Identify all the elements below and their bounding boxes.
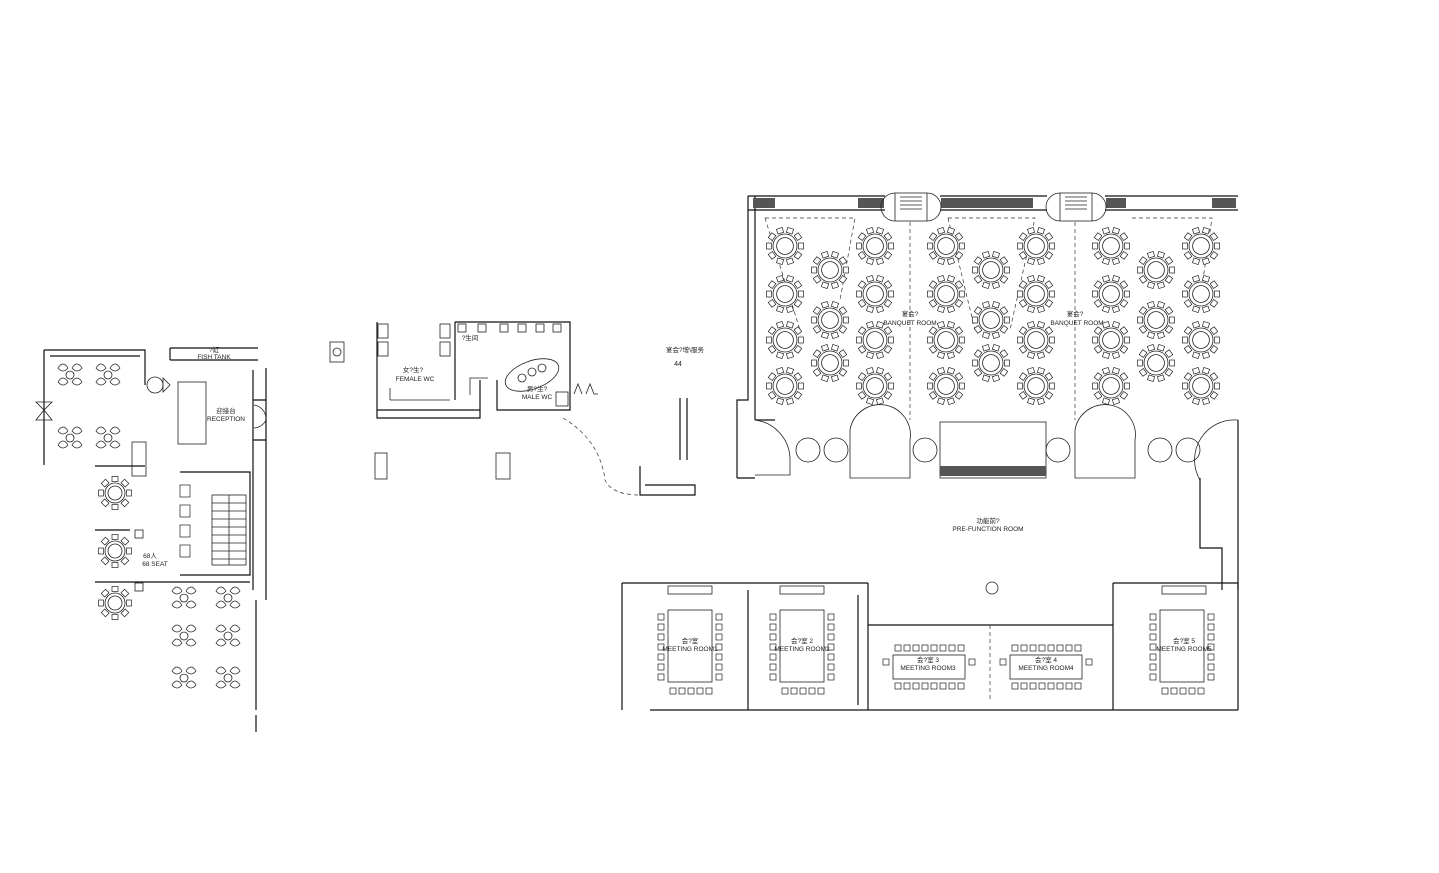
banquet-table (766, 367, 804, 405)
banquet-table (1017, 321, 1055, 359)
banquet-table (856, 367, 894, 405)
banquet-table (766, 275, 804, 313)
banquet-table (972, 301, 1010, 339)
seat-count-cn-label: 68人 (143, 552, 157, 560)
lounge-table (215, 666, 241, 689)
banquet-table (1182, 367, 1220, 405)
meeting-room-label: MEETING ROOM5 (1156, 646, 1212, 653)
meeting-room-cn-label: 会?室 5 (1173, 636, 1195, 645)
banquet-table (856, 227, 894, 265)
lounge-table (171, 586, 197, 609)
male-wc-cn-label: 男?生? (527, 384, 548, 393)
banquet-table (1182, 227, 1220, 265)
seat-count-label: 68 SEAT (142, 561, 168, 568)
lounge-table (57, 426, 83, 449)
banquet-table (927, 275, 965, 313)
service-number-label: 44 (674, 361, 682, 368)
banquet-table (1017, 227, 1055, 265)
banquet-table (972, 251, 1010, 289)
banquet-table (1137, 251, 1175, 289)
reception-label: RECEPTION (207, 416, 245, 423)
banquet-table (1017, 275, 1055, 313)
lounge-table (215, 586, 241, 609)
lounge-table (95, 426, 121, 449)
meeting-table (779, 609, 825, 683)
banquet-table (927, 227, 965, 265)
banquet-right-label: BANQUET ROOM (1050, 320, 1103, 327)
prefunction-label: PRE-FUNCTION ROOM (952, 526, 1023, 533)
banquet-table (972, 344, 1010, 382)
banquet-table (927, 321, 965, 359)
meeting-room-cn-label: 会?室 2 (791, 636, 813, 645)
meeting-table (892, 654, 966, 680)
round-table (98, 534, 132, 568)
banquet-right-cn-label: 宴会? (1067, 309, 1084, 318)
banquet-table (856, 321, 894, 359)
banquet-table (811, 301, 849, 339)
reception-cn-label: 迎接台 (216, 406, 236, 415)
banquet-left-cn-label: 宴会? (902, 309, 919, 318)
prefunction-cn-label: 功能前? (976, 516, 1000, 525)
meeting-room-label: MEETING ROOM3 (900, 665, 956, 672)
washroom-area: 女?生? FEMALE WC ?生间 男?生? MALE WC 宴会?增\服务 … (329, 321, 704, 496)
cleaning-room-label: ?生间 (462, 333, 479, 342)
banquet-table (1092, 227, 1130, 265)
banquet-table (1137, 344, 1175, 382)
banquet-table (1182, 275, 1220, 313)
banquet-table (1182, 321, 1220, 359)
banquet-table (766, 321, 804, 359)
meeting-table (667, 609, 713, 683)
service-cn-label: 宴会?增\服务 (666, 345, 704, 354)
banquet-table (1092, 321, 1130, 359)
round-table (98, 476, 132, 510)
banquet-table (811, 251, 849, 289)
lounge-table (57, 363, 83, 386)
meeting-room-label: MEETING ROOM4 (1018, 665, 1074, 672)
banquet-table (856, 275, 894, 313)
lounge-table (215, 624, 241, 647)
round-table (98, 586, 132, 620)
female-wc-label: FEMALE WC (396, 376, 435, 383)
restaurant-area: ?缸 FISH TANK 迎接台 RECEPTION 68人 68 SEAT (35, 345, 267, 732)
meeting-table (1159, 609, 1205, 683)
banquet-table (1017, 367, 1055, 405)
banquet-table (811, 344, 849, 382)
male-wc-label: MALE WC (522, 394, 553, 401)
meeting-room-cn-label: 会?室 3 (917, 655, 939, 664)
banquet-table (766, 227, 804, 265)
banquet-table (1092, 367, 1130, 405)
banquet-area: 宴会? BANQUET ROOM 宴会? BANQUET ROOM 功能前? P… (736, 192, 1239, 595)
meeting-room-cn-label: 会?室 4 (1035, 655, 1057, 664)
meeting-room-label: MEETING ROOM1 (662, 646, 718, 653)
female-wc-cn-label: 女?生? (403, 365, 424, 374)
fish-tank-label: FISH TANK (197, 354, 231, 361)
meeting-room-cn-label: 会?室 (682, 636, 699, 645)
lounge-table (95, 363, 121, 386)
meeting-room-label: MEETING ROOM2 (774, 646, 830, 653)
banquet-table (1137, 301, 1175, 339)
fish-tank-cn-label: ?缸 (209, 345, 220, 354)
lounge-table (171, 624, 197, 647)
lounge-table (171, 666, 197, 689)
banquet-left-label: BANQUET ROOM (883, 320, 936, 327)
banquet-table (1092, 275, 1130, 313)
banquet-table (927, 367, 965, 405)
meeting-table (1009, 654, 1083, 680)
